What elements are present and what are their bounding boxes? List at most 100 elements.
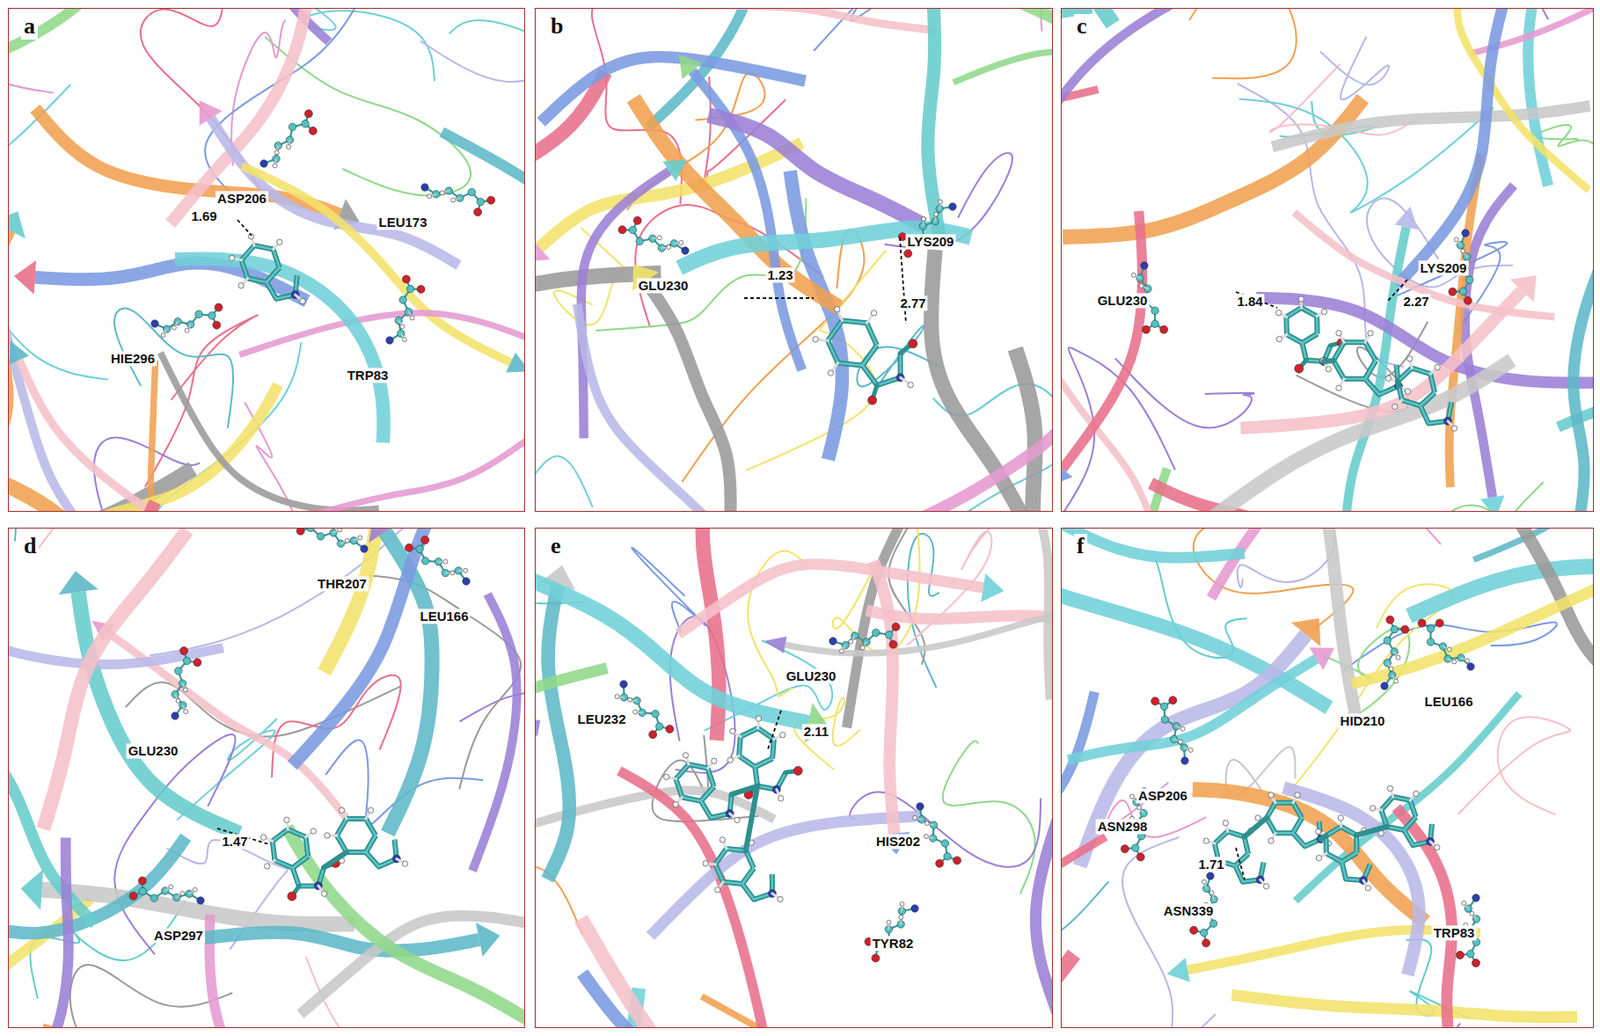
atom: [1151, 320, 1159, 328]
atom: [1463, 296, 1472, 305]
atom: [1387, 785, 1393, 791]
atom: [934, 211, 939, 217]
atom: [633, 709, 638, 715]
panel-letter: f: [1073, 533, 1088, 560]
atom: [272, 163, 278, 169]
ring-shade: [715, 848, 754, 885]
ring: [365, 835, 397, 867]
panel-frame: a: [7, 7, 526, 512]
coil: [849, 792, 1041, 868]
ribbon: [303, 380, 525, 512]
ribbon-arrow: [1480, 495, 1505, 512]
ribbon: [204, 932, 479, 951]
ring: [1365, 360, 1399, 395]
atom: [1161, 715, 1169, 724]
atom: [1388, 666, 1394, 672]
atom: [476, 197, 484, 205]
ribbon: [239, 313, 525, 366]
atom: [1255, 815, 1261, 821]
ribbon: [1211, 528, 1348, 599]
ribbon: [701, 996, 979, 1028]
coil: [1115, 357, 1255, 428]
atom: [1459, 287, 1467, 295]
atom: [304, 109, 313, 118]
ribbon: [1231, 994, 1578, 1017]
atom: [175, 698, 181, 703]
atom: [1461, 900, 1467, 906]
ribbon: [43, 530, 188, 830]
atom: [401, 275, 410, 284]
atom: [238, 283, 244, 289]
atom: [941, 840, 949, 848]
atom: [778, 796, 784, 802]
atom: [1395, 655, 1401, 660]
distance-label: 2.77: [898, 295, 928, 311]
atom: [1131, 272, 1136, 278]
ribbon: [999, 528, 1051, 701]
atom: [870, 310, 877, 316]
atom: [1200, 928, 1208, 936]
atom: [386, 336, 394, 344]
ribbon-arrow: [1167, 957, 1191, 983]
coil: [1320, 36, 1389, 101]
ribbon: [547, 585, 570, 880]
atom: [1467, 949, 1475, 958]
atom: [1469, 911, 1475, 916]
atom: [274, 150, 279, 155]
atom: [651, 710, 659, 718]
atom: [1325, 366, 1331, 373]
atom: [474, 208, 483, 217]
ribbon: [36, 1024, 112, 1028]
atom: [316, 533, 324, 541]
coil: [204, 8, 373, 198]
atom: [1426, 625, 1434, 633]
ribbon-arrow: [475, 922, 500, 958]
atom: [1448, 287, 1457, 296]
atom: [1385, 375, 1391, 381]
ribbon-arrow: [679, 54, 702, 80]
atom: [614, 694, 620, 700]
distance-label: 1.47: [219, 833, 249, 849]
ribbon: [1061, 692, 1095, 925]
residue-label: LYS209: [905, 233, 957, 249]
atom: [1390, 625, 1398, 633]
panel-letter: e: [547, 533, 564, 560]
atom: [1461, 248, 1466, 254]
atom: [301, 119, 309, 127]
coil: [535, 456, 593, 512]
atom: [663, 774, 669, 780]
distance-label: 1.71: [1196, 856, 1226, 872]
atom: [284, 817, 290, 823]
atom: [949, 203, 957, 211]
atom: [1465, 658, 1470, 664]
atom: [1137, 805, 1142, 811]
atom: [263, 863, 270, 870]
ribbon: [1061, 836, 1106, 1028]
atom: [727, 757, 733, 763]
ribbon-arrow: [14, 260, 37, 295]
atom: [793, 766, 803, 775]
ribbon: [1150, 482, 1390, 512]
distance-label: 2.27: [1401, 293, 1431, 309]
residue-label: GLU230: [784, 668, 839, 684]
atom: [400, 324, 405, 329]
bond: [1321, 835, 1327, 840]
ring-shade: [272, 829, 309, 869]
atom: [1336, 385, 1342, 391]
atom: [1132, 844, 1140, 852]
ribbon: [1035, 745, 1053, 1028]
atom: [715, 887, 721, 893]
residue-label: GLU230: [636, 277, 691, 293]
atom: [150, 894, 158, 902]
atom: [1394, 679, 1399, 684]
atom: [1294, 364, 1304, 373]
ribbon: [8, 838, 69, 1028]
bond: [1356, 826, 1388, 836]
residue-label: ASP206: [215, 190, 269, 206]
panel-frame: b: [534, 7, 1053, 512]
atom: [1209, 920, 1217, 928]
atom: [1446, 647, 1452, 652]
atom: [1386, 615, 1395, 624]
atom: [171, 325, 176, 330]
panel-letter: a: [21, 14, 38, 40]
